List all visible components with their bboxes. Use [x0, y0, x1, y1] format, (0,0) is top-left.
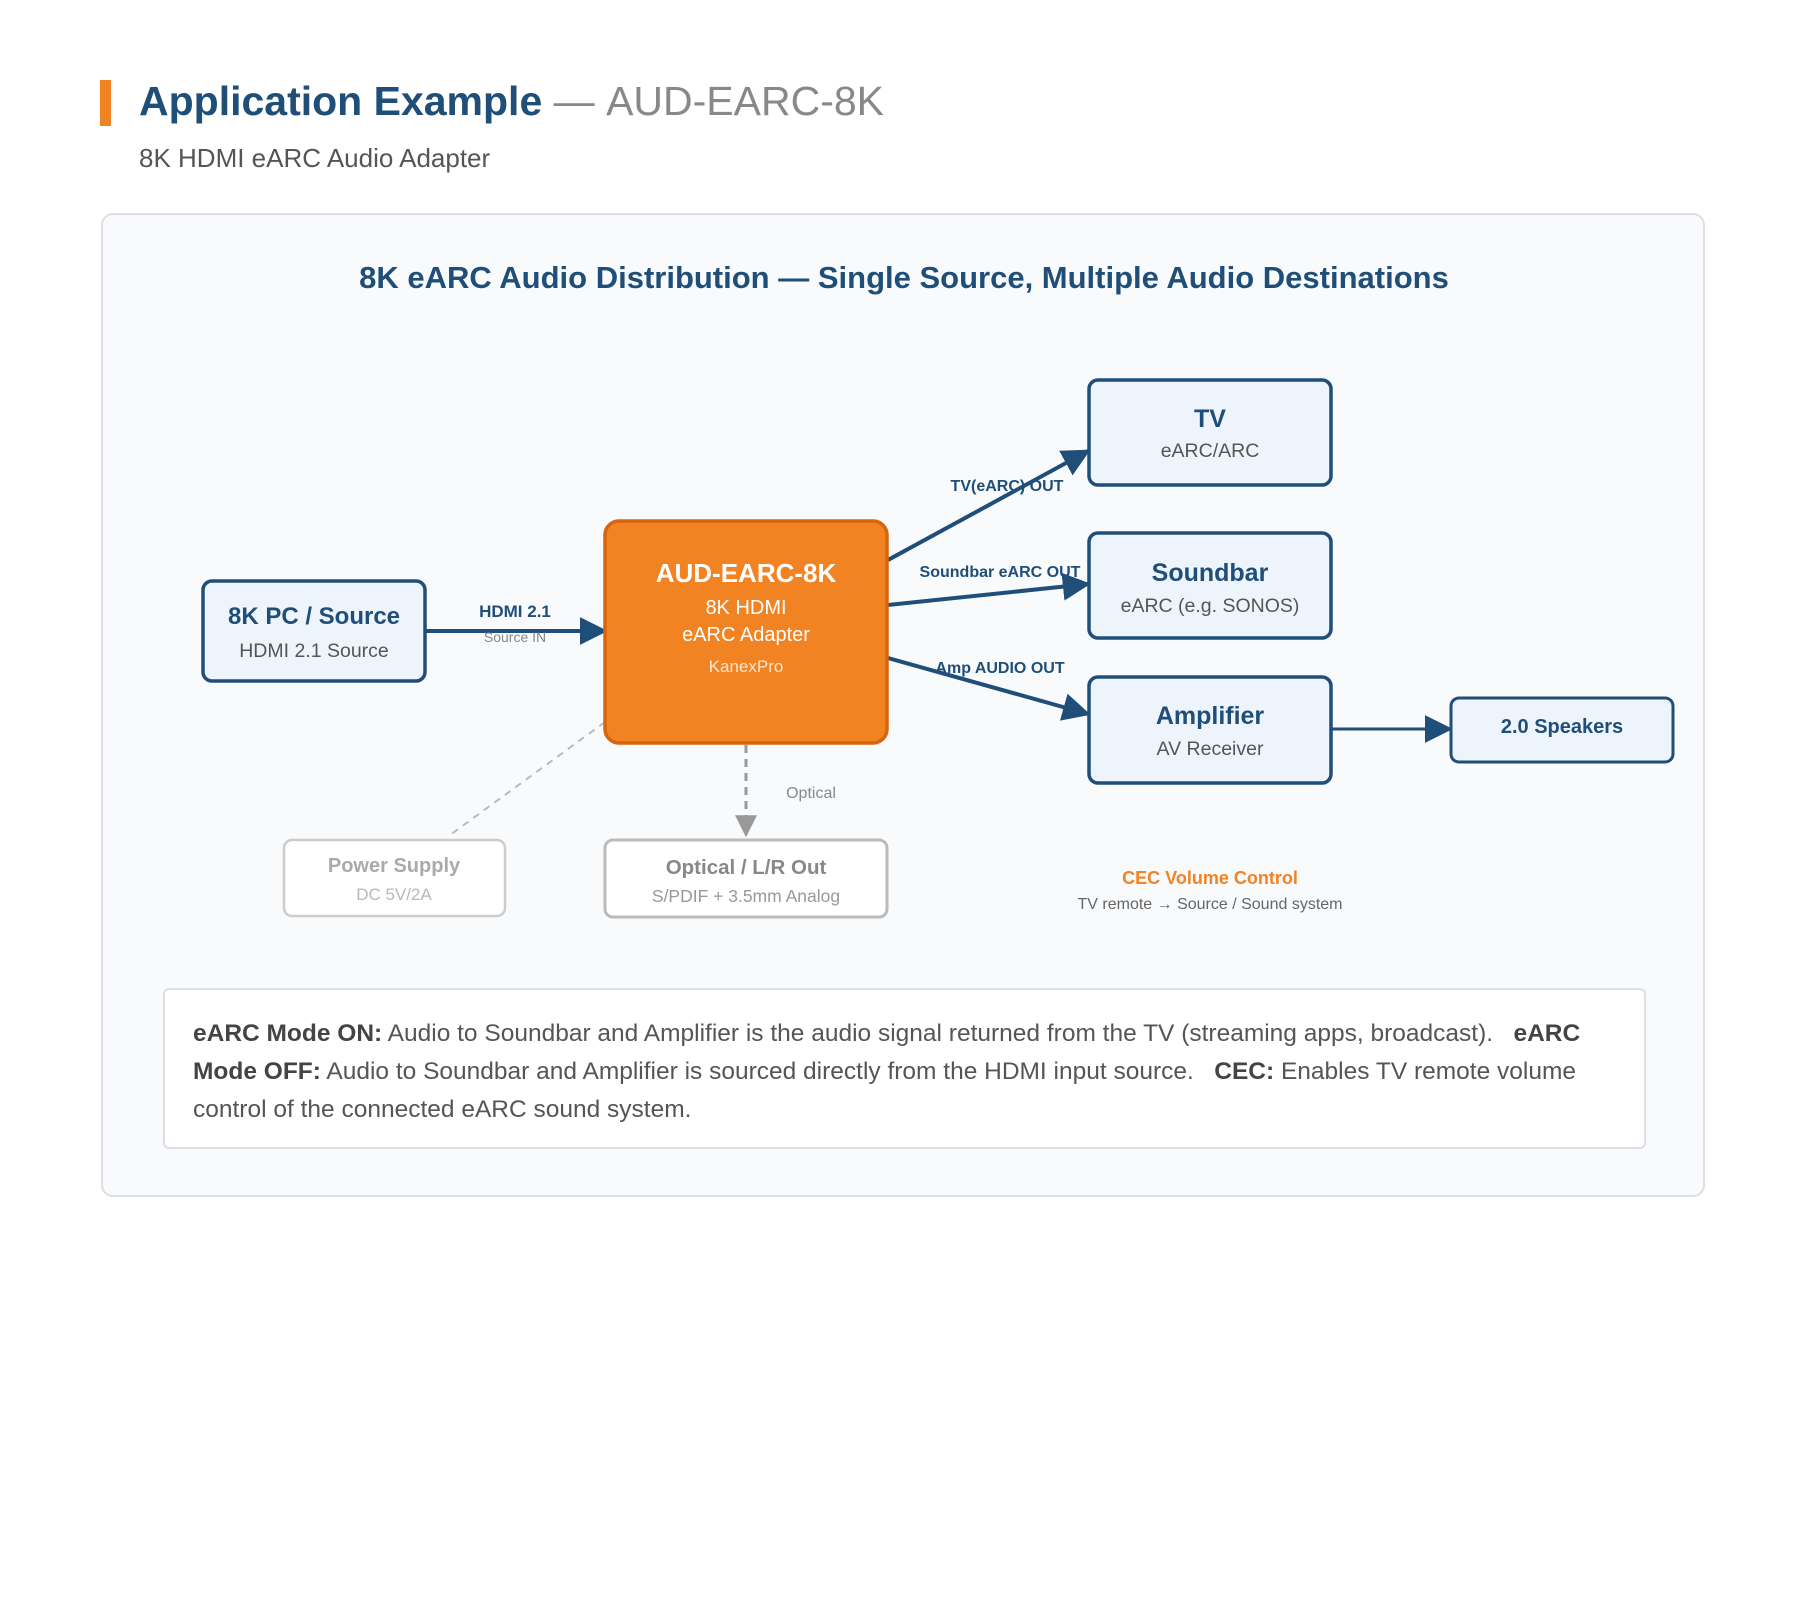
amplifier-subtitle: AV Receiver — [1157, 738, 1264, 760]
tv-node: TV eARC/ARC — [1087, 378, 1333, 487]
cec-title: CEC Volume Control — [1122, 868, 1298, 888]
mode-notes: eARC Mode ON: Audio to Soundbar and Ampl… — [163, 988, 1646, 1149]
soundbar-node: Soundbar eARC (e.g. SONOS) — [1087, 531, 1333, 640]
title-model: AUD-EARC-8K — [606, 78, 885, 124]
page-subtitle: 8K HDMI eARC Audio Adapter — [139, 143, 491, 173]
amplifier-node: Amplifier AV Receiver — [1087, 675, 1333, 785]
tv-out-connector — [887, 449, 1091, 562]
optical-title: Optical / L/R Out — [666, 856, 827, 879]
hdmi-label: HDMI 2.1 — [479, 602, 551, 621]
source-node: 8K PC / Source HDMI 2.1 Source — [201, 579, 427, 683]
earc-off-label: eARC Mode OFF: — [193, 1020, 1581, 1085]
cec-text: Enables TV remote volume control of the … — [193, 1058, 1577, 1123]
soundbar-title: Soundbar — [1152, 559, 1269, 587]
cec-label: CEC: — [1214, 1058, 1275, 1085]
earc-on-label: eARC Mode ON: — [193, 1020, 383, 1047]
hdmi-sublabel: Source IN — [484, 629, 546, 645]
earc-on-text: Audio to Soundbar and Amplifier is the a… — [382, 1020, 1514, 1047]
power-node: Power Supply DC 5V/2A — [282, 838, 507, 918]
amplifier-title: Amplifier — [1156, 702, 1265, 730]
cec-subtitle: TV remote → Source / Sound system — [1078, 896, 1343, 913]
adapter-line2: eARC Adapter — [682, 624, 810, 646]
title-separator: — — [553, 78, 595, 124]
tv-title: TV — [1194, 405, 1226, 433]
power-subtitle: DC 5V/2A — [356, 885, 432, 904]
soundbar-out-label: Soundbar eARC OUT — [920, 564, 1081, 581]
signal-flow-diagram: 8K eARC Audio Distribution — Single Sour… — [201, 260, 1675, 919]
tv-out-label: TV(eARC) OUT — [951, 478, 1064, 495]
speakers-node: 2.0 Speakers — [1449, 696, 1675, 764]
source-subtitle: HDMI 2.1 Source — [239, 640, 389, 662]
diagram-heading: 8K eARC Audio Distribution — Single Sour… — [359, 260, 1449, 295]
power-title: Power Supply — [328, 855, 461, 877]
source-title: 8K PC / Source — [228, 603, 400, 630]
title-accent-bar — [100, 80, 111, 126]
tv-subtitle: eARC/ARC — [1161, 440, 1260, 462]
adapter-title: AUD-EARC-8K — [656, 558, 837, 588]
optical-node: Optical / L/R Out S/PDIF + 3.5mm Analog — [603, 838, 889, 919]
optical-subtitle: S/PDIF + 3.5mm Analog — [652, 886, 840, 906]
earc-off-text: Audio to Soundbar and Amplifier is sourc… — [320, 1058, 1215, 1085]
speakers-title: 2.0 Speakers — [1501, 716, 1623, 738]
adapter-brand: KanexPro — [709, 657, 784, 676]
amp-out-label: Amp AUDIO OUT — [935, 660, 1064, 677]
power-connector — [449, 721, 606, 836]
page-title: Application Example — AUD-EARC-8K — [139, 77, 884, 125]
adapter-node: AUD-EARC-8K 8K HDMI eARC Adapter KanexPr… — [603, 519, 889, 745]
soundbar-out-connector — [887, 572, 1091, 607]
soundbar-subtitle: eARC (e.g. SONOS) — [1121, 595, 1300, 617]
amp-out-connector — [887, 656, 1091, 721]
optical-label: Optical — [786, 785, 836, 802]
adapter-line1: 8K HDMI — [705, 597, 786, 619]
title-main: Application Example — [139, 78, 543, 124]
